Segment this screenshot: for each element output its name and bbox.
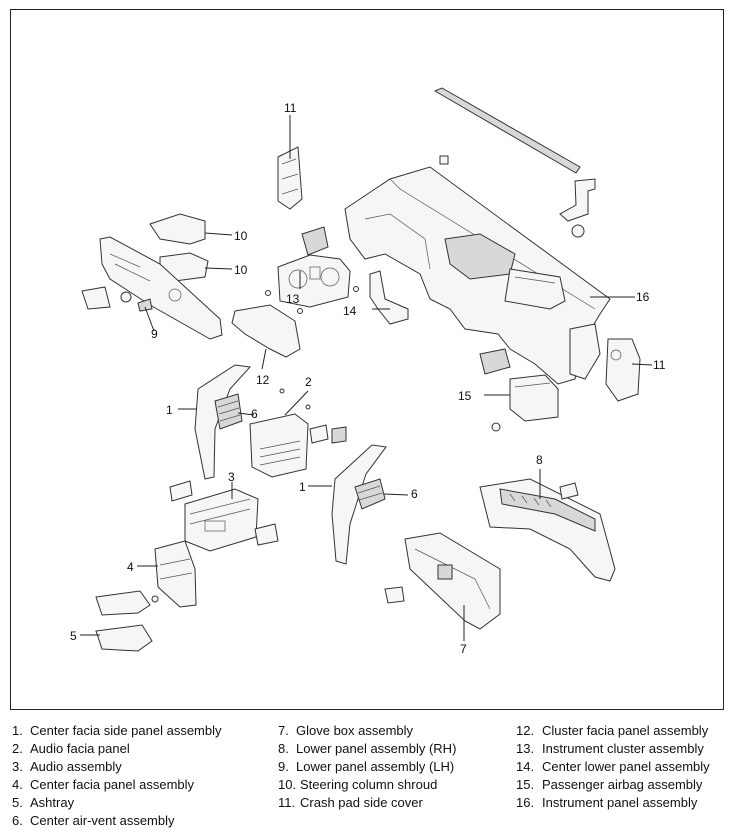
legend-item: 9.Lower panel assembly (LH) (278, 759, 455, 774)
callout-1-right: 1 (299, 480, 306, 494)
ashtray (95, 624, 153, 652)
callout-4: 4 (127, 560, 134, 574)
legend-item: 13.Instrument cluster assembly (516, 741, 704, 756)
glove-box-latch (384, 586, 405, 604)
legend-item: 14.Center lower panel assembly (516, 759, 710, 774)
exploded-diagram: 11 10 10 13 9 14 16 11 12 2 1 6 15 3 1 6… (70, 87, 666, 656)
callout-5: 5 (70, 629, 77, 643)
legend-item: 7.Glove box assembly (278, 723, 414, 738)
legend-column-2: 7.Glove box assembly 8.Lower panel assem… (278, 722, 456, 812)
callout-10-lower: 10 (234, 263, 248, 277)
lower-panel-assembly-rh (479, 478, 616, 582)
callout-7: 7 (460, 642, 467, 656)
legend-item: 1.Center facia side panel assembly (12, 723, 222, 738)
crash-pad-side-cover-right (605, 338, 641, 402)
clip-part-small (439, 155, 449, 165)
screw-part (265, 290, 271, 296)
instrument-panel-assembly (344, 166, 611, 385)
legend-item: 3.Audio assembly (12, 759, 122, 774)
diagram-frame (10, 9, 724, 710)
callout-11-right: 11 (653, 358, 666, 372)
steering-column-shroud-upper (149, 213, 206, 245)
callout-16: 16 (636, 290, 650, 304)
callout-6-right: 6 (411, 487, 418, 501)
lower-panel-assembly-lh (81, 236, 223, 340)
callout-2: 2 (305, 375, 312, 389)
ashtray-cover (95, 590, 151, 616)
callout-12: 12 (256, 373, 270, 387)
air-vent-upper (301, 226, 329, 256)
center-facia-side-panel-right (331, 444, 387, 565)
callout-8: 8 (536, 453, 543, 467)
callout-9: 9 (151, 327, 158, 341)
legend-item: 11.Crash pad side cover (278, 795, 423, 810)
legend-item: 4.Center facia panel assembly (12, 777, 195, 792)
legend-column-3: 12.Cluster facia panel assembly 13.Instr… (516, 722, 710, 812)
parts-legend: 1.Center facia side panel assembly 2.Aud… (0, 722, 735, 832)
audio-assembly (169, 480, 279, 552)
callout-11-top: 11 (284, 101, 297, 115)
legend-item: 8.Lower panel assembly (RH) (278, 741, 457, 756)
leader-lines (80, 115, 653, 641)
callout-6-left: 6 (251, 407, 258, 421)
legend-item: 15.Passenger airbag assembly (516, 777, 703, 792)
callout-labels: 11 10 10 13 9 14 16 11 12 2 1 6 15 3 1 6… (70, 101, 666, 656)
legend-item: 16.Instrument panel assembly (516, 795, 698, 810)
audio-facia-panel (249, 388, 347, 478)
callout-3: 3 (228, 470, 235, 484)
glove-box-assembly (404, 532, 501, 630)
passenger-airbag-assembly (509, 374, 559, 422)
mounting-bracket (559, 178, 596, 222)
center-facia-side-panel-left (194, 364, 252, 480)
callout-13: 13 (286, 292, 300, 306)
callout-15: 15 (458, 389, 472, 403)
legend-item: 10.Steering column shroud (278, 777, 438, 792)
callout-14: 14 (343, 304, 357, 318)
callout-10-upper: 10 (234, 229, 248, 243)
clip-part (571, 224, 585, 238)
cluster-facia-panel-assembly (231, 304, 301, 358)
legend-column-1: 1.Center facia side panel assembly 2.Aud… (12, 722, 222, 830)
center-lower-panel-assembly (369, 270, 409, 325)
legend-item: 5.Ashtray (12, 795, 75, 810)
legend-item: 2.Audio facia panel (12, 741, 130, 756)
legend-item: 12.Cluster facia panel assembly (516, 723, 709, 738)
side-cover-emblem (610, 349, 622, 361)
callout-1-left: 1 (166, 403, 173, 417)
instrument-cluster-assembly (277, 254, 351, 308)
defroster-strip (433, 87, 581, 174)
center-facia-panel-assembly (154, 540, 197, 608)
legend-item: 6.Center air-vent assembly (12, 813, 175, 828)
